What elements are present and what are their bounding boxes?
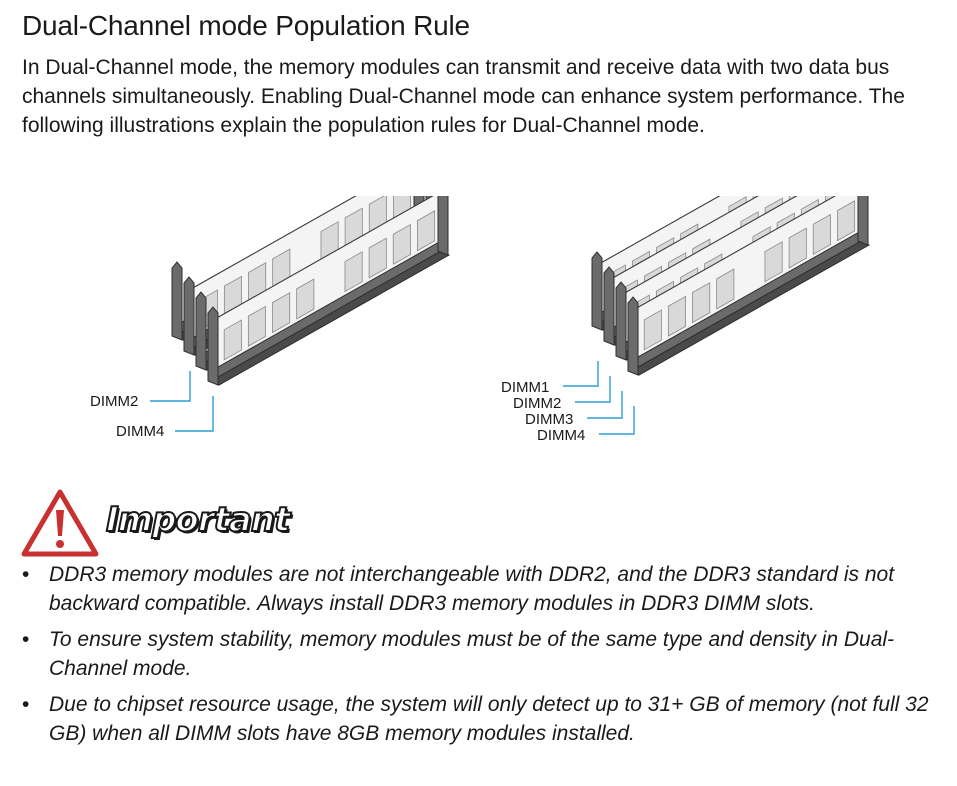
important-header: Important — [20, 488, 291, 558]
leader-line-dimm4 — [599, 406, 635, 435]
leader-line-dimm2 — [575, 376, 611, 403]
dimm-label: DIMM1 — [501, 379, 549, 396]
intro-paragraph: In Dual-Channel mode, the memory modules… — [22, 56, 905, 137]
leader-line-dimm3 — [587, 391, 623, 419]
dimm-label: DIMM4 — [116, 423, 164, 440]
important-label: Important — [105, 499, 291, 541]
page-title: Dual-Channel mode Population Rule — [22, 10, 470, 41]
dimm-label: DIMM3 — [525, 411, 573, 428]
leader-lines-left — [150, 371, 214, 432]
quad-dimm-drawing: DIMM1 DIMM2 DIMM3 DIMM4 — [501, 196, 871, 444]
dimm-slot — [207, 196, 451, 386]
dimm-slot — [627, 196, 871, 376]
note-text: To ensure system stability, memory modul… — [49, 628, 895, 680]
dual-dimm-drawing: DIMM2 DIMM4 — [90, 196, 451, 440]
note-text: DDR3 memory modules are not interchangea… — [49, 563, 895, 615]
dual-dimm-illustration: DIMM2 DIMM4 — [80, 196, 460, 446]
list-item: • DDR3 memory modules are not interchange… — [20, 560, 945, 618]
leader-lines-right — [563, 361, 635, 435]
warning-triangle-icon — [21, 489, 99, 557]
leader-line-dimm4 — [175, 396, 214, 432]
quad-dimm-illustration: DIMM1 DIMM2 DIMM3 DIMM4 — [495, 196, 885, 456]
list-item: • Due to chipset resource usage, the syst… — [20, 690, 945, 748]
note-text: Due to chipset resource usage, the syste… — [49, 693, 929, 745]
dimm-slots-right — [591, 196, 871, 376]
dimm-label: DIMM4 — [537, 427, 585, 444]
leader-line-dimm1 — [563, 361, 599, 387]
leader-line-dimm2 — [150, 371, 191, 402]
bullet: • — [22, 628, 30, 651]
important-notes-list: • DDR3 memory modules are not interchange… — [20, 560, 945, 755]
dimm-label: DIMM2 — [513, 395, 561, 412]
bullet: • — [22, 693, 30, 716]
dimm-slots-left — [171, 196, 451, 386]
bullet: • — [22, 563, 30, 586]
dimm-label: DIMM2 — [90, 393, 138, 410]
list-item: • To ensure system stability, memory modu… — [20, 625, 945, 683]
